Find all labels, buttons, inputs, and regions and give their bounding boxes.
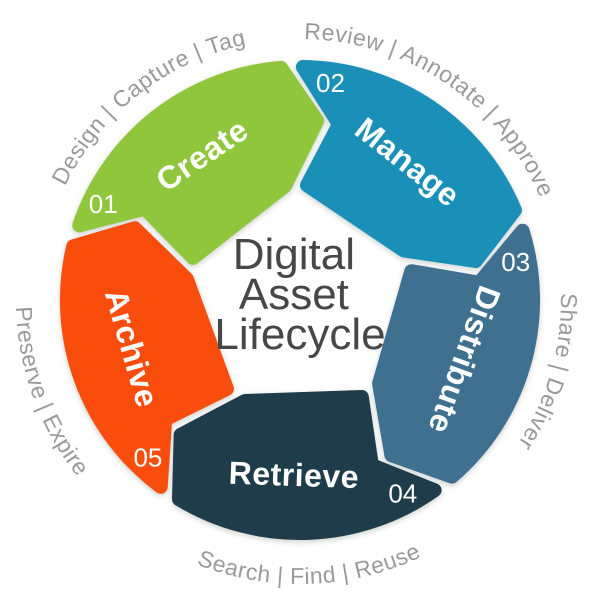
segment-number-distribute: 03 — [501, 247, 530, 277]
segment-number-archive: 05 — [133, 443, 162, 473]
segment-number-retrieve: 04 — [388, 478, 417, 508]
segment-create — [72, 60, 325, 265]
center-title: Digital Asset Lifecycle — [214, 230, 385, 359]
segment-number-manage: 02 — [316, 68, 345, 98]
outer-caption-text-retrieve: Search | Find | Reuse — [195, 537, 424, 589]
segment-archive — [60, 221, 234, 494]
center-title-line-1: Digital — [233, 230, 355, 279]
center-title-line-3: Lifecycle — [214, 310, 385, 359]
segment-label-retrieve: Retrieve — [228, 455, 359, 496]
segment-manage — [295, 60, 522, 268]
segment-distribute — [372, 223, 541, 484]
segment-retrieve — [172, 390, 442, 540]
segment-number-create: 01 — [89, 189, 118, 219]
outer-caption-retrieve: Search | Find | Reuse — [195, 537, 425, 589]
center-title-line-2: Asset — [239, 270, 349, 319]
